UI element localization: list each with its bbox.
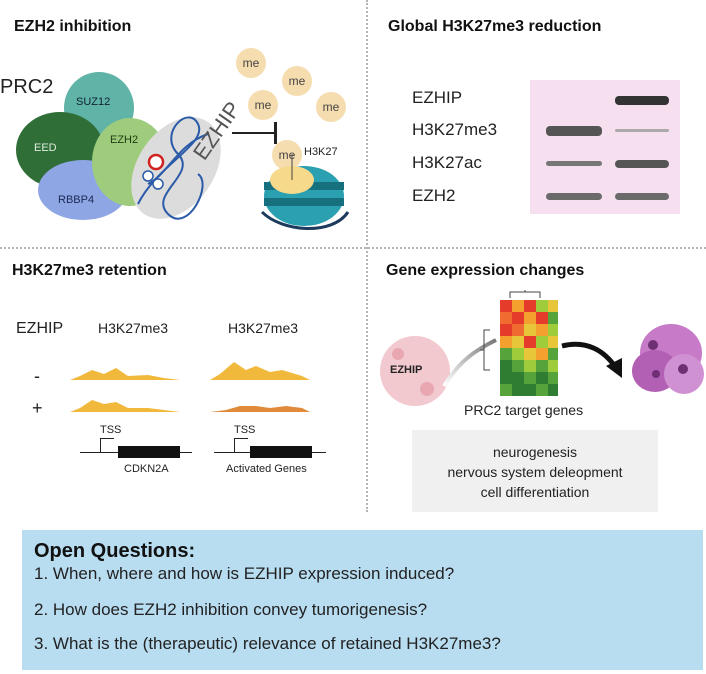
curved-arrow-icon <box>561 341 622 378</box>
band-ezh2-lane1 <box>546 193 602 200</box>
tss-marker <box>100 438 101 452</box>
inhibition-bar-icon <box>274 122 277 144</box>
gene-body-activated <box>250 446 312 458</box>
heatmap <box>480 290 558 396</box>
band-h3k27me3-lane2 <box>615 129 669 132</box>
band-ezh2-lane2 <box>615 193 669 200</box>
row-label-minus: - <box>34 366 40 386</box>
h3k27-label: H3K27 <box>304 146 338 158</box>
blot-label-h3k27ac: H3K27ac <box>412 153 482 172</box>
blot-label-ezh2: EZH2 <box>412 186 456 205</box>
methyl-group: me <box>248 90 278 120</box>
rbbp4-label: RBBP4 <box>58 194 95 206</box>
methyl-group: me <box>316 92 346 122</box>
blot-label-h3k27me3: H3K27me3 <box>412 120 498 139</box>
vertical-divider <box>366 0 368 512</box>
ezhip-cell-icon <box>380 336 450 406</box>
cell-texture <box>420 382 434 396</box>
panel-title: H3K27me3 retention <box>12 262 167 279</box>
inhibition-arrow-shaft <box>232 132 276 134</box>
ezhip-row-header: EZHIP <box>16 320 64 337</box>
methyl-group: me <box>282 66 312 96</box>
prc2-label: PRC2 <box>0 76 54 98</box>
row-label-plus: + <box>32 398 43 418</box>
track-column-header: H3K27me3 <box>98 320 169 336</box>
open-question: 1. When, where and how is EZHIP expressi… <box>34 564 455 583</box>
tss-marker <box>234 438 235 452</box>
methyl-group: me <box>272 140 302 170</box>
tumor-nucleus <box>652 370 660 378</box>
ezhip-cell-label: EZHIP <box>390 364 423 376</box>
methyl-group: me <box>236 48 266 78</box>
gene-label-activated: Activated Genes <box>226 463 307 475</box>
heatmap-caption: PRC2 target genes <box>464 402 584 418</box>
open-questions-box: Open Questions: 1. When, where and how i… <box>22 530 703 670</box>
cell-texture <box>392 348 404 360</box>
panel-title: Gene expression changes <box>386 262 585 279</box>
chip-tracks <box>70 362 310 412</box>
tss-label: TSS <box>234 424 256 436</box>
gene-body-cdkn2a <box>118 446 180 458</box>
go-term: cell differentiation <box>480 484 590 500</box>
tumor-cell-icon <box>664 354 704 394</box>
gradient-arrow-icon <box>442 338 497 388</box>
tss-label: TSS <box>100 424 122 436</box>
band-h3k27ac-lane1 <box>546 161 602 166</box>
open-question: 2. How does EZH2 inhibition convey tumor… <box>34 600 428 619</box>
open-questions-title: Open Questions: <box>34 540 196 562</box>
tss-arrow-icon <box>234 438 248 439</box>
band-h3k27ac-lane2 <box>615 160 669 168</box>
ezhip-protein-icon <box>131 116 221 220</box>
tumor-nucleus <box>648 340 658 350</box>
band-h3k27me3-lane1 <box>546 126 602 136</box>
gene-label-cdkn2a: CDKN2A <box>124 463 169 475</box>
go-terms-box: neurogenesis nervous system deleopment c… <box>412 430 658 512</box>
suz12-label: SUZ12 <box>76 96 111 108</box>
tumor-nucleus <box>678 364 688 374</box>
open-question: 3. What is the (therapeutic) relevance o… <box>34 634 501 653</box>
track-column-header: H3K27me3 <box>228 320 299 336</box>
horizontal-divider <box>0 247 706 249</box>
panel-title: EZH2 inhibition <box>14 18 132 35</box>
go-term: nervous system deleopment <box>447 464 623 480</box>
go-term: neurogenesis <box>492 444 578 460</box>
ezh2-label: EZH2 <box>110 134 139 146</box>
band-ezhip-lane2 <box>615 96 669 105</box>
panel-title: Global H3K27me3 reduction <box>388 18 602 35</box>
eed-label: EED <box>34 142 57 154</box>
blot-label-ezhip: EZHIP <box>412 88 463 107</box>
nucleosome-icon <box>260 154 350 230</box>
tss-arrow-icon <box>100 438 114 439</box>
